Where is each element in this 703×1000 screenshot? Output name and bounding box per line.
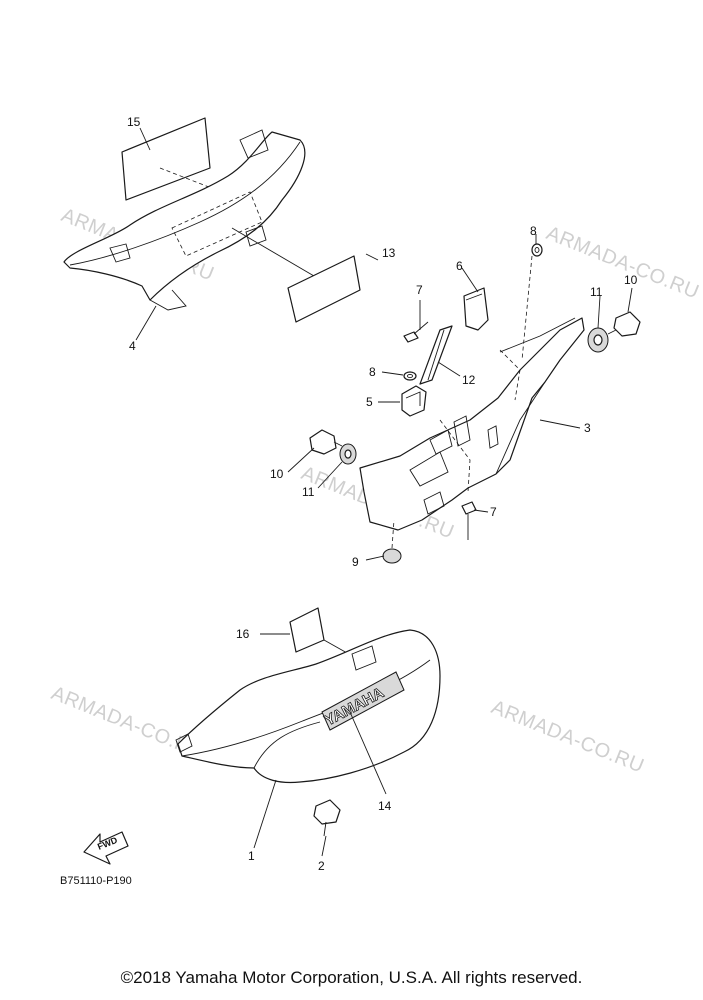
label-16: [289, 607, 325, 653]
label-13: [287, 255, 361, 323]
callout-10-right: 10: [624, 273, 638, 287]
yamaha-emblem-14: [321, 671, 405, 731]
side-cover-bracket-4: [359, 317, 585, 531]
rivet-7-lower: [461, 501, 477, 515]
callout-7-upper: 7: [416, 283, 423, 297]
callout-11-right: 11: [590, 285, 603, 299]
watermark: ARMADA-CO.RU: [543, 222, 702, 303]
callout-9: 9: [352, 555, 359, 569]
callout-10-left: 10: [270, 467, 284, 481]
mount-bracket-6: [463, 287, 489, 331]
callout-3: 4: [129, 339, 136, 353]
bolt-2: [313, 799, 341, 825]
watermark: ARMADA-CO.RU: [488, 696, 647, 777]
washer-8-lower: [403, 371, 417, 381]
bolt-10-right: [613, 311, 641, 337]
callout-6: 6: [456, 259, 463, 273]
callout-4: 3: [584, 421, 591, 435]
callout-11-left: 11: [302, 485, 315, 499]
callout-15: 15: [127, 115, 141, 129]
emblem-label-15: [121, 117, 211, 201]
washer-8-upper: [531, 243, 543, 257]
clip-5: [401, 385, 427, 417]
callout-1: 1: [248, 849, 255, 863]
damper-9: [382, 548, 402, 564]
callout-8-upper: 8: [530, 224, 537, 238]
callout-8-lower: 8: [369, 365, 376, 379]
callout-14: 14: [378, 799, 392, 813]
callout-12: 12: [462, 373, 476, 387]
fwd-arrow-icon: [83, 831, 129, 865]
bolt-10-left: [309, 429, 337, 455]
callout-5: 5: [366, 395, 373, 409]
copyright-notice: ©2018 Yamaha Motor Corporation, U.S.A. A…: [120, 968, 583, 987]
diagram-code: B751110-P190: [60, 875, 132, 887]
callout-2: 2: [318, 859, 325, 873]
callout-7-lower: 7: [490, 505, 497, 519]
callout-16: 16: [236, 627, 250, 641]
callout-13: 13: [382, 246, 396, 260]
rivet-7-upper: [403, 331, 419, 343]
side-cover-lower-1: [177, 629, 441, 784]
